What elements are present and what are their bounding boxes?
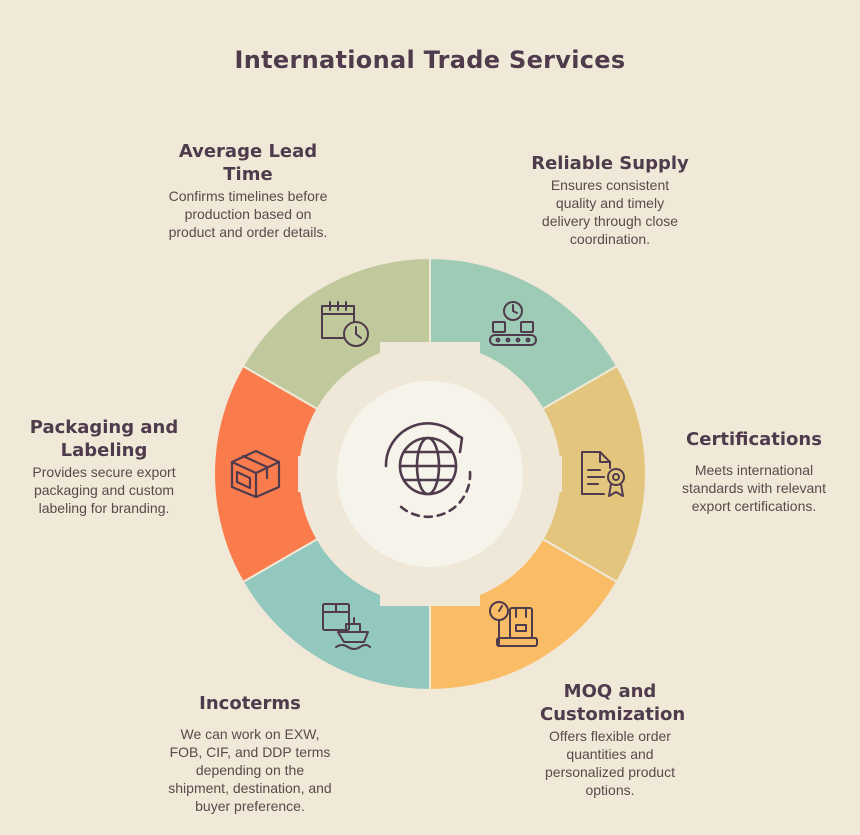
certificate-document-icon xyxy=(581,451,625,497)
package-box-icon xyxy=(230,449,281,499)
scale-package-icon xyxy=(489,601,538,647)
desc-incoterms: We can work on EXW, FOB, CIF, and DDP te… xyxy=(168,726,332,814)
heading-moq-customization: MOQ and Customization xyxy=(540,681,686,725)
center-disc xyxy=(337,381,523,567)
block-packaging-labeling: Packaging and Labeling Provides secure e… xyxy=(18,416,190,517)
block-certifications: Certifications Meets international stand… xyxy=(668,428,840,515)
heading-reliable-supply: Reliable Supply xyxy=(531,153,689,174)
heading-packaging-labeling: Packaging and Labeling xyxy=(29,417,179,461)
desc-reliable-supply: Ensures consistent quality and timely de… xyxy=(541,177,679,247)
box-ship-icon xyxy=(322,603,371,650)
heading-certifications: Certifications xyxy=(686,429,822,450)
desc-certifications: Meets international standards with relev… xyxy=(682,462,826,514)
heading-average-lead-time: Average Lead Time xyxy=(178,141,318,185)
block-average-lead-time: Average Lead Time Confirms timelines bef… xyxy=(160,140,336,241)
calendar-clock-icon xyxy=(321,301,369,347)
block-incoterms: Incoterms We can work on EXW, FOB, CIF, … xyxy=(160,692,340,815)
desc-packaging-labeling: Provides secure export packaging and cus… xyxy=(32,464,176,516)
block-reliable-supply: Reliable Supply Ensures consistent quali… xyxy=(520,152,700,248)
desc-moq-customization: Offers flexible order quantities and per… xyxy=(545,728,675,798)
desc-average-lead-time: Confirms timelines before production bas… xyxy=(168,188,328,240)
heading-incoterms: Incoterms xyxy=(199,693,301,714)
page-title: International Trade Services xyxy=(234,46,626,74)
globe-refresh-icon xyxy=(384,422,472,519)
block-moq-customization: MOQ and Customization Offers flexible or… xyxy=(525,680,695,799)
conveyor-clock-icon xyxy=(489,301,537,346)
